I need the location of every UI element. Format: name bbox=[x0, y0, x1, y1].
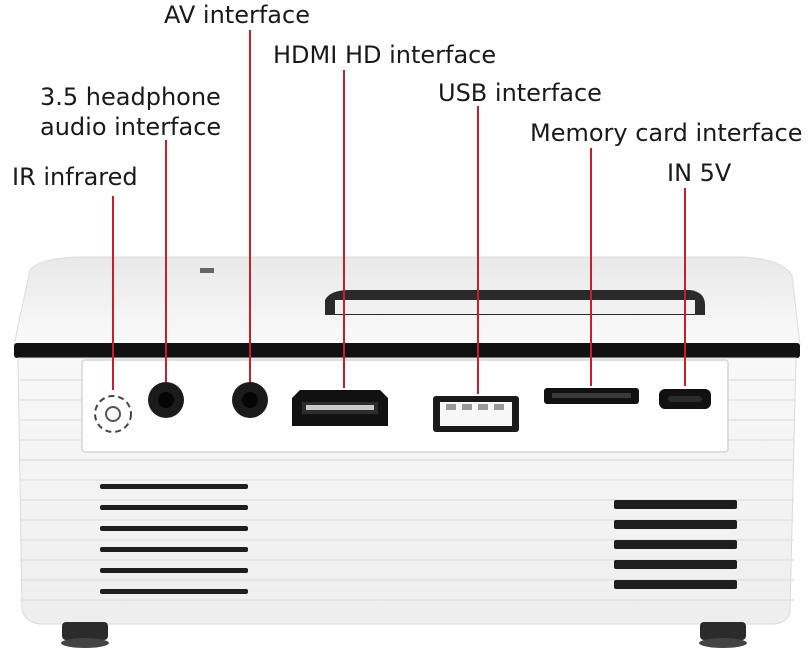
label-headphone-line1: 3.5 headphone bbox=[40, 83, 221, 111]
hdmi-leader-line bbox=[343, 70, 345, 388]
memory-card-leader-line bbox=[590, 148, 592, 386]
left-vent bbox=[100, 484, 248, 594]
usb-leader-line bbox=[477, 106, 479, 394]
hdmi-port bbox=[292, 390, 388, 426]
right-vent bbox=[614, 500, 737, 589]
av-jack bbox=[232, 382, 268, 418]
ir-sensor bbox=[94, 395, 132, 433]
power-port bbox=[659, 389, 711, 409]
memory-card-slot bbox=[544, 388, 639, 404]
ir-leader-line bbox=[112, 196, 114, 390]
port-panel bbox=[81, 359, 729, 453]
av-leader-line bbox=[249, 30, 251, 382]
label-av-interface: AV interface bbox=[164, 1, 310, 29]
label-headphone-line2: audio interface bbox=[40, 113, 222, 141]
projector-feet bbox=[61, 622, 747, 648]
power-leader-line bbox=[684, 188, 686, 386]
label-memory-card-interface: Memory card interface bbox=[530, 119, 803, 147]
label-usb-interface: USB interface bbox=[438, 79, 602, 107]
headphone-jack bbox=[148, 382, 184, 418]
label-in-5v: IN 5V bbox=[667, 159, 732, 187]
label-ir-infrared: IR infrared bbox=[12, 163, 138, 191]
top-indicator-slot bbox=[200, 268, 214, 273]
usb-port bbox=[433, 396, 519, 432]
label-hdmi-interface: HDMI HD interface bbox=[273, 41, 497, 69]
black-band bbox=[14, 343, 800, 358]
headphone-leader-line bbox=[165, 140, 167, 382]
